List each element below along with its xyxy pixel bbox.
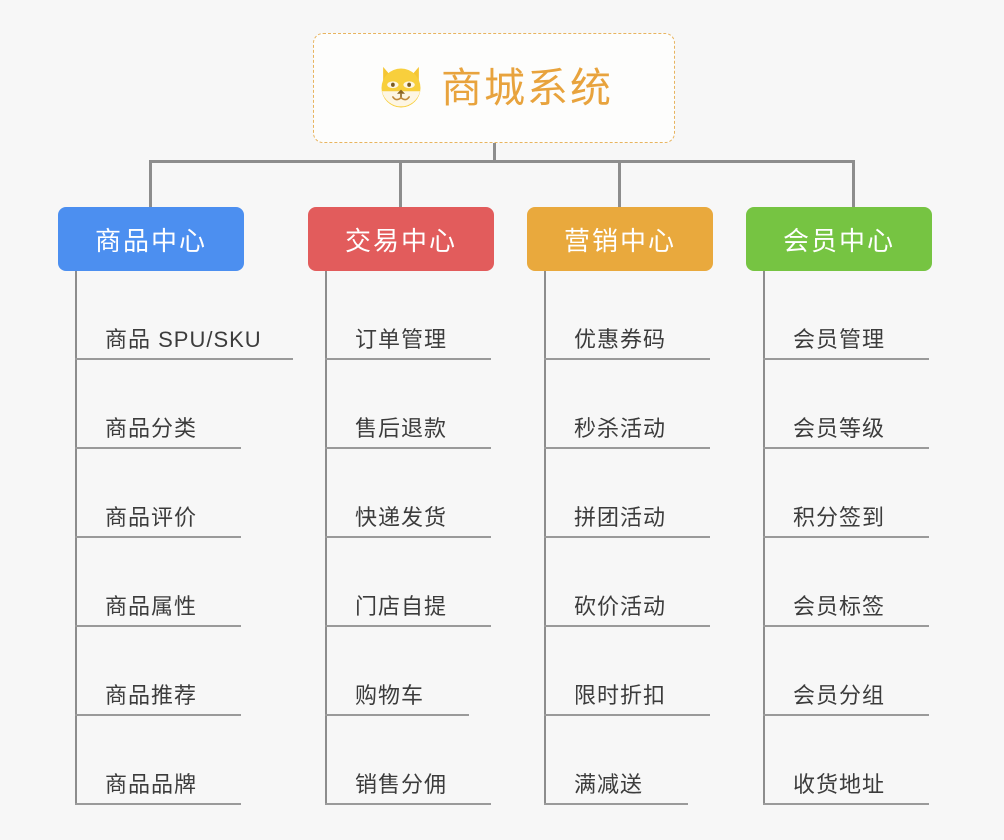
- leaf-item-rule: [75, 358, 293, 360]
- leaf-item-rule: [763, 447, 929, 449]
- leaf-item-rule: [75, 803, 241, 805]
- leaf-item[interactable]: 收货地址: [763, 716, 963, 805]
- leaf-item[interactable]: 秒杀活动: [544, 360, 744, 449]
- category-box-member-center[interactable]: 会员中心: [746, 207, 932, 271]
- leaf-column-marketing-center: 优惠券码秒杀活动拼团活动砍价活动限时折扣满减送: [544, 271, 744, 805]
- leaf-item-label: 商品推荐: [105, 683, 198, 708]
- connector-root-stem: [493, 143, 496, 162]
- connector-drop-member-center: [852, 160, 855, 207]
- leaf-spine-trade-center: [325, 271, 327, 805]
- leaf-column-product-center: 商品 SPU/SKU 商品分类商品评价商品属性商品推荐商品品牌: [75, 271, 293, 805]
- leaf-item-rule: [544, 358, 710, 360]
- leaf-item[interactable]: 会员分组: [763, 627, 963, 716]
- category-label-product-center: 商品中心: [94, 225, 207, 256]
- leaf-item[interactable]: 拼团活动: [544, 449, 744, 538]
- leaf-spine-product-center: [75, 271, 77, 805]
- leaf-column-member-center: 会员管理会员等级积分签到会员标签会员分组收货地址: [763, 271, 963, 805]
- leaf-spine-marketing-center: [544, 271, 546, 805]
- leaf-item-rule: [75, 536, 241, 538]
- leaf-item-label: 会员等级: [793, 416, 886, 441]
- leaf-item[interactable]: 商品属性: [75, 538, 275, 627]
- leaf-item-label: 优惠券码: [574, 327, 667, 352]
- leaf-item[interactable]: 商品推荐: [75, 627, 275, 716]
- leaf-item-label: 商品属性: [105, 594, 198, 619]
- leaf-item-rule: [544, 625, 710, 627]
- leaf-item[interactable]: 会员标签: [763, 538, 963, 627]
- category-box-trade-center[interactable]: 交易中心: [308, 207, 494, 271]
- leaf-item-rule: [325, 447, 491, 449]
- leaf-item[interactable]: 门店自提: [325, 538, 525, 627]
- leaf-item-rule: [544, 714, 710, 716]
- category-box-product-center[interactable]: 商品中心: [58, 207, 244, 271]
- leaf-item[interactable]: 商品 SPU/SKU: [75, 271, 293, 360]
- leaf-item[interactable]: 商品评价: [75, 449, 275, 538]
- leaf-item-rule: [75, 714, 241, 716]
- connector-drop-marketing-center: [618, 160, 621, 207]
- leaf-item-label: 拼团活动: [574, 505, 667, 530]
- leaf-item-rule: [325, 536, 491, 538]
- leaf-item-rule: [544, 803, 688, 805]
- leaf-item[interactable]: 优惠券码: [544, 271, 744, 360]
- leaf-item-rule: [325, 625, 491, 627]
- leaf-item-label: 快递发货: [355, 505, 448, 530]
- leaf-item-rule: [75, 447, 241, 449]
- leaf-item-rule: [763, 358, 929, 360]
- category-label-marketing-center: 营销中心: [563, 225, 676, 256]
- leaf-item-label: 会员标签: [793, 594, 886, 619]
- leaf-item-label: 商品评价: [105, 505, 198, 530]
- category-box-marketing-center[interactable]: 营销中心: [527, 207, 713, 271]
- shiba-dog-face-icon: [381, 66, 421, 108]
- leaf-item-label: 商品分类: [105, 416, 198, 441]
- leaf-item-rule: [544, 447, 710, 449]
- leaf-column-trade-center: 订单管理售后退款快递发货门店自提购物车销售分佣: [325, 271, 525, 805]
- leaf-item[interactable]: 销售分佣: [325, 716, 525, 805]
- root-node-shop-system[interactable]: 商城系统: [313, 33, 675, 143]
- category-label-member-center: 会员中心: [782, 225, 895, 256]
- connector-drop-product-center: [149, 160, 152, 207]
- leaf-item-rule: [763, 536, 929, 538]
- root-node-title: 商城系统: [441, 64, 613, 111]
- leaf-item[interactable]: 购物车: [325, 627, 525, 716]
- leaf-item[interactable]: 会员等级: [763, 360, 963, 449]
- leaf-item-rule: [763, 803, 929, 805]
- leaf-item-label: 销售分佣: [355, 772, 448, 797]
- leaf-spine-member-center: [763, 271, 765, 805]
- leaf-item-label: 秒杀活动: [574, 416, 667, 441]
- leaf-item[interactable]: 积分签到: [763, 449, 963, 538]
- leaf-item-label: 商品品牌: [105, 772, 198, 797]
- connector-drop-trade-center: [399, 160, 402, 207]
- leaf-item-rule: [325, 803, 491, 805]
- leaf-item-label: 商品 SPU/SKU: [105, 327, 262, 352]
- leaf-item-label: 收货地址: [793, 772, 886, 797]
- leaf-item-label: 满减送: [574, 772, 644, 797]
- leaf-item[interactable]: 砍价活动: [544, 538, 744, 627]
- leaf-item-label: 售后退款: [355, 416, 448, 441]
- leaf-item-label: 订单管理: [355, 327, 448, 352]
- category-label-trade-center: 交易中心: [344, 225, 457, 256]
- leaf-item-label: 积分签到: [793, 505, 886, 530]
- leaf-item-rule: [325, 714, 469, 716]
- leaf-item[interactable]: 满减送: [544, 716, 744, 805]
- leaf-item[interactable]: 订单管理: [325, 271, 525, 360]
- leaf-item-rule: [544, 536, 710, 538]
- leaf-item[interactable]: 商品分类: [75, 360, 275, 449]
- leaf-item-label: 购物车: [355, 683, 425, 708]
- leaf-item[interactable]: 会员管理: [763, 271, 963, 360]
- leaf-item-rule: [763, 714, 929, 716]
- connector-horizontal-bus: [149, 160, 855, 163]
- leaf-item-label: 会员分组: [793, 683, 886, 708]
- leaf-item[interactable]: 售后退款: [325, 360, 525, 449]
- leaf-item-label: 门店自提: [355, 594, 448, 619]
- leaf-item-rule: [763, 625, 929, 627]
- leaf-item-rule: [325, 358, 491, 360]
- leaf-item[interactable]: 商品品牌: [75, 716, 275, 805]
- leaf-item-label: 限时折扣: [574, 683, 667, 708]
- leaf-item-rule: [75, 625, 241, 627]
- leaf-item-label: 砍价活动: [574, 594, 667, 619]
- leaf-item-label: 会员管理: [793, 327, 886, 352]
- leaf-item[interactable]: 限时折扣: [544, 627, 744, 716]
- leaf-item[interactable]: 快递发货: [325, 449, 525, 538]
